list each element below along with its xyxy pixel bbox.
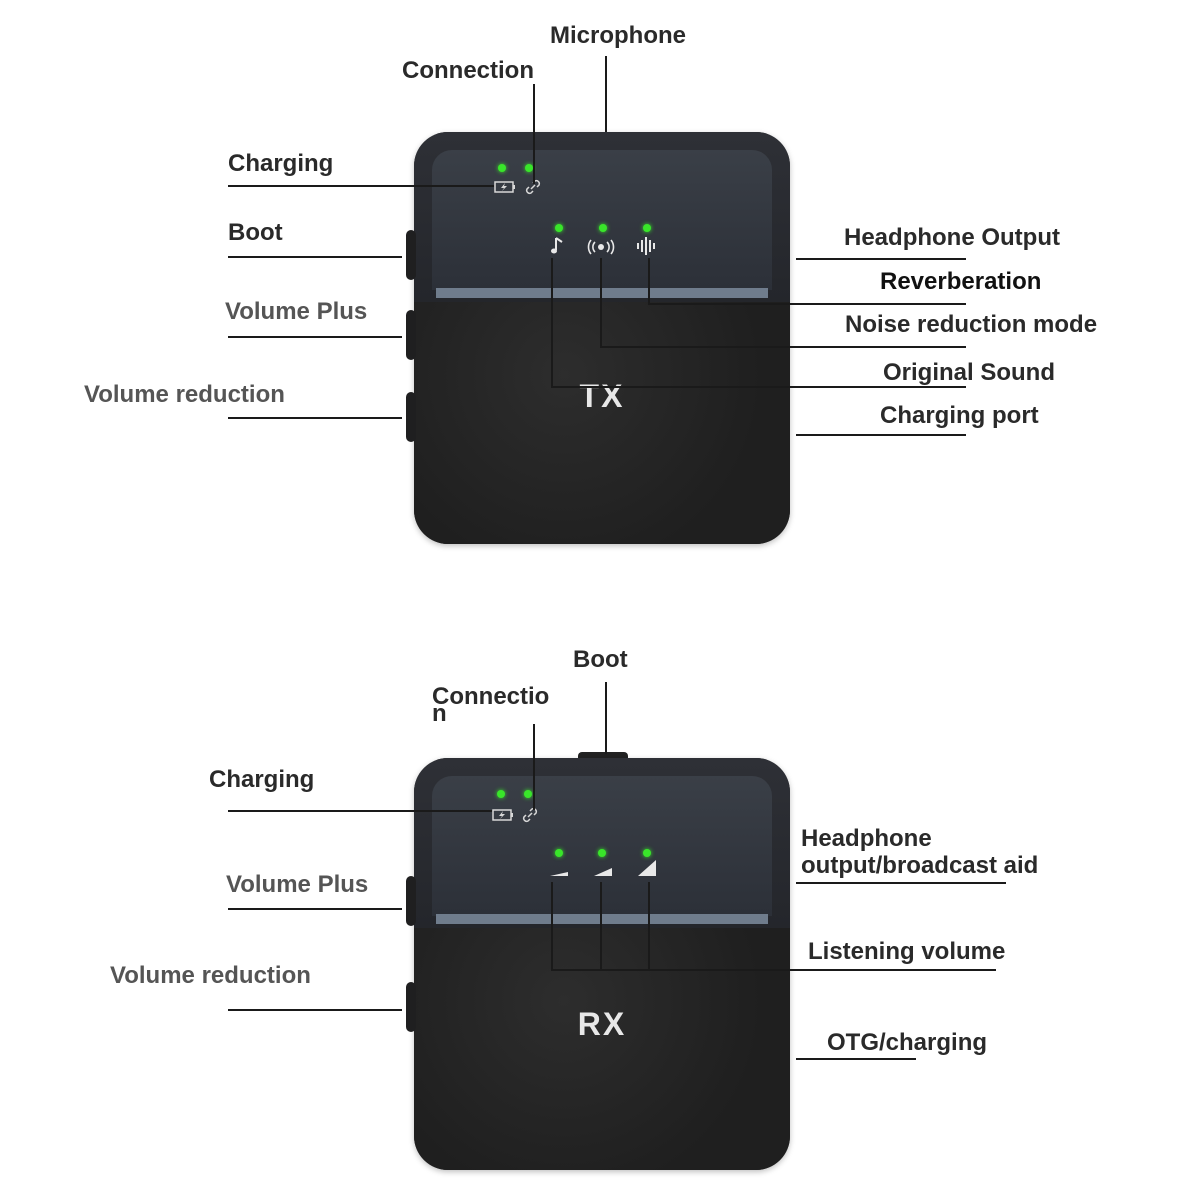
rx-label-listening-volume: Listening volume <box>808 938 1006 965</box>
rx-volume-reduction-button[interactable] <box>406 982 416 1032</box>
tx-label-noise-reduction: Noise reduction mode <box>845 311 1098 338</box>
tx-line-noise-h <box>600 346 966 348</box>
tx-boot-button[interactable] <box>406 230 416 280</box>
tx-label-connection: Connection <box>402 57 534 84</box>
rx-label-volume-reduction: Volume reduction <box>110 962 311 989</box>
rx-label-volume-plus: Volume Plus <box>226 871 369 898</box>
rx-line-otg-charging <box>796 1058 916 1060</box>
tx-logo: TX <box>579 378 625 414</box>
rx-line-listening-volume <box>551 969 996 971</box>
music-note-icon <box>551 237 563 254</box>
rx-leather-body <box>414 928 790 1170</box>
rx-label-charging: Charging <box>209 766 315 793</box>
tx-line-volume-plus <box>228 336 402 338</box>
link-icon <box>522 807 538 823</box>
rx-line-headphone <box>796 882 1006 884</box>
volume-high-icon <box>638 860 656 876</box>
rx-connection-led <box>524 790 532 798</box>
waveform-icon <box>637 237 655 255</box>
rx-line-charging <box>228 810 492 812</box>
rx-line-volume-plus <box>228 908 402 910</box>
tx-label-microphone: Microphone <box>550 22 686 49</box>
tx-charging-led <box>498 164 506 172</box>
volume-low-icon <box>550 872 568 876</box>
rx-label-connection-1: Connectio <box>432 683 550 710</box>
tx-line-original-v <box>551 258 553 388</box>
rx-stripe <box>436 914 768 924</box>
tx-label-charging-port: Charging port <box>880 402 1039 429</box>
rx-volume-high-led <box>643 849 651 857</box>
tx-label-reverberation: Reverberation <box>880 268 1042 295</box>
rx-line-connection <box>533 724 535 810</box>
link-icon <box>525 179 541 195</box>
rx-volume-low-led <box>555 849 563 857</box>
rx-label-headphone-2: output/broadcast aid <box>801 852 1039 879</box>
rx-line-volume-reduction <box>228 1009 402 1011</box>
tx-volume-reduction-button[interactable] <box>406 392 416 442</box>
rx-label-otg-charging: OTG/charging <box>827 1029 988 1056</box>
tx-connection-led <box>525 164 533 172</box>
rx-line-volume-mid-v <box>600 882 602 971</box>
rx-label-headphone-1: Headphone <box>801 825 932 852</box>
tx-noise-led <box>599 224 607 232</box>
rx-label-boot: Boot <box>573 646 628 673</box>
rx-device: RX <box>414 758 790 1170</box>
rx-boot-button[interactable] <box>578 752 628 760</box>
broadcast-icon <box>587 239 615 255</box>
rx-volume-mid-led <box>598 849 606 857</box>
tx-line-microphone <box>605 56 607 132</box>
tx-label-volume-plus: Volume Plus <box>225 298 368 325</box>
rx-screen <box>432 776 772 916</box>
tx-line-boot <box>228 256 402 258</box>
tx-label-original-sound: Original Sound <box>883 359 1055 386</box>
volume-mid-icon <box>594 868 612 876</box>
tx-line-volume-reduction <box>228 417 402 419</box>
battery-charging-icon <box>494 181 515 193</box>
tx-original-led <box>555 224 563 232</box>
rx-label-connection-2: n <box>432 700 447 727</box>
tx-leather-body <box>414 302 790 544</box>
tx-volume-plus-button[interactable] <box>406 310 416 360</box>
tx-line-headphone-output <box>796 258 966 260</box>
tx-line-reverb-h <box>648 303 966 305</box>
tx-line-charging <box>228 185 494 187</box>
rx-line-volume-low-v <box>551 882 553 971</box>
tx-label-boot: Boot <box>228 219 283 246</box>
tx-line-noise-v <box>600 258 602 348</box>
tx-screen <box>432 150 772 290</box>
tx-line-charging-port <box>796 434 966 436</box>
tx-reverb-led <box>643 224 651 232</box>
tx-stripe <box>436 288 768 298</box>
tx-device: TX <box>414 132 790 544</box>
battery-charging-icon <box>492 809 513 821</box>
rx-line-boot <box>605 682 607 754</box>
rx-line-volume-high-v <box>648 882 650 971</box>
tx-label-volume-reduction: Volume reduction <box>84 381 285 408</box>
rx-volume-plus-button[interactable] <box>406 876 416 926</box>
rx-charging-led <box>497 790 505 798</box>
tx-label-charging: Charging <box>228 150 334 177</box>
tx-line-connection <box>533 84 535 184</box>
tx-line-reverb-v <box>648 258 650 305</box>
rx-logo: RX <box>577 1006 627 1042</box>
tx-line-original-h <box>551 386 966 388</box>
tx-label-headphone-output: Headphone Output <box>844 224 1060 251</box>
